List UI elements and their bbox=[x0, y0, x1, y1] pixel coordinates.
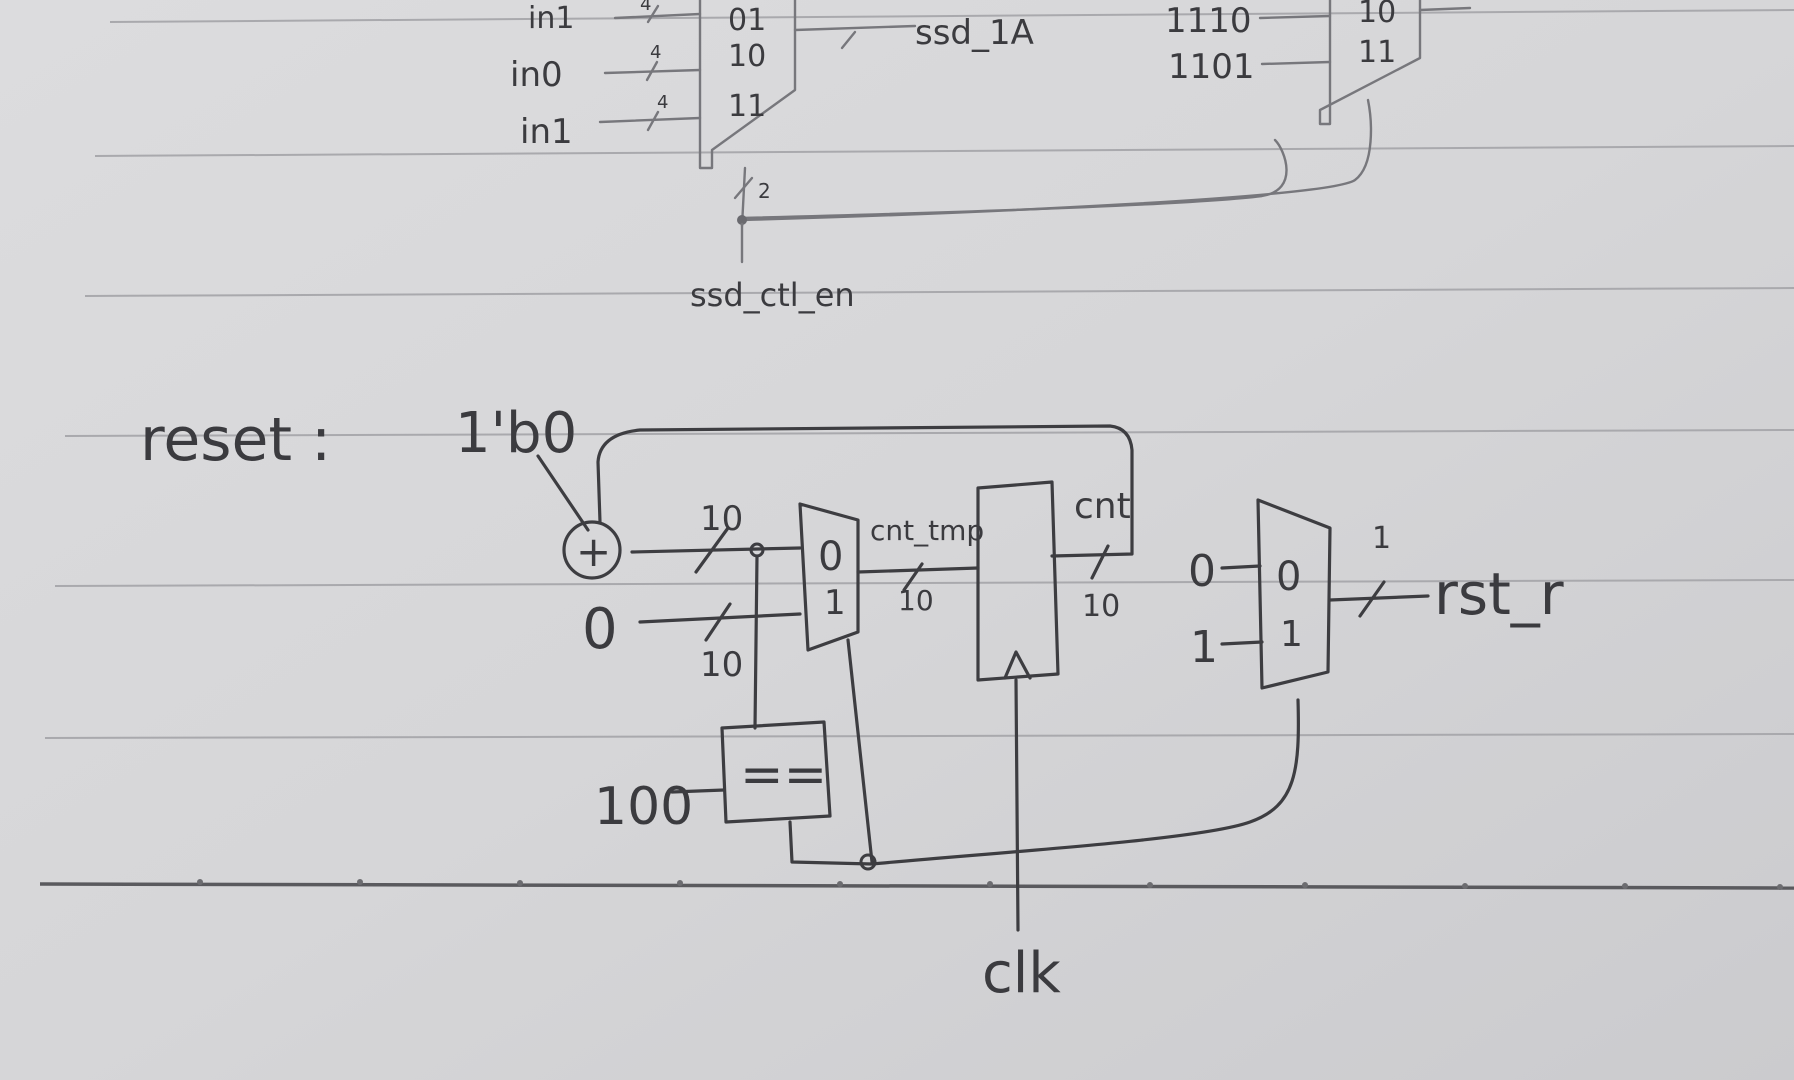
mux1-input-0-width: 4 bbox=[640, 0, 651, 15]
mux-b-shape bbox=[1256, 498, 1332, 690]
mux1-input-2-label: in1 bbox=[520, 112, 573, 152]
cnt-tmp-width: 10 bbox=[898, 584, 934, 617]
mux1-input-2-width: 4 bbox=[657, 92, 668, 113]
compare-junction-dot bbox=[859, 853, 877, 871]
mux-a-code-1: 1 bbox=[824, 583, 846, 623]
mux1-output-label: ssd_1A bbox=[915, 13, 1034, 53]
mux2-input-0-label: 1110 bbox=[1165, 1, 1252, 41]
mux-a-shape bbox=[798, 502, 860, 652]
mux1-input-0-label: in1 bbox=[528, 1, 574, 36]
ssd-mux2-shape bbox=[1318, 0, 1422, 126]
reset-circuit: reset : 1'b0 + 10 0 10 0 1 cnt_tmp 10 bbox=[140, 401, 1564, 1006]
out-width: 1 bbox=[1372, 521, 1391, 556]
mux2-input-1-label: 1101 bbox=[1168, 47, 1255, 87]
mux1-code-1: 10 bbox=[728, 39, 766, 74]
cnt-width: 10 bbox=[1082, 589, 1120, 624]
cnt-feedback-wire bbox=[596, 424, 1134, 558]
adder-width: 10 bbox=[700, 499, 743, 539]
ruled-lines bbox=[39, 9, 1794, 890]
compare-output-wire bbox=[788, 698, 1300, 866]
bottom-margin-line bbox=[39, 882, 1794, 890]
adder-circle bbox=[562, 520, 622, 580]
zero-input-label: 0 bbox=[582, 597, 618, 662]
output-label: rst_r bbox=[1434, 560, 1564, 628]
mux2-code-1: 11 bbox=[1358, 35, 1396, 70]
cnt-tmp-label: cnt_tmp bbox=[870, 514, 984, 547]
comparator-symbol: == bbox=[740, 745, 827, 805]
zero-width: 10 bbox=[700, 645, 743, 685]
cnt-register bbox=[976, 480, 1060, 682]
clock-triangle bbox=[1003, 650, 1032, 680]
clock-label: clk bbox=[982, 941, 1061, 1006]
mux2-code-0: 10 bbox=[1358, 0, 1396, 30]
mux1-code-2: 11 bbox=[728, 89, 766, 124]
mux-b-input-1-label: 1 bbox=[1190, 622, 1218, 673]
select-junction-dot bbox=[737, 215, 747, 225]
mux-a-code-0: 0 bbox=[818, 534, 843, 580]
compare-value-label: 100 bbox=[594, 777, 693, 837]
select-width: 2 bbox=[758, 179, 771, 203]
ssd-mux1-shape bbox=[698, 0, 797, 170]
const-input-label: 1'b0 bbox=[455, 401, 577, 466]
ssd-mux-circuit: in1 in0 in1 4 4 4 01 10 11 ssd_1A 1110 1… bbox=[510, 0, 1472, 314]
select-label: ssd_ctl_en bbox=[690, 276, 855, 314]
cnt-label: cnt bbox=[1074, 486, 1131, 527]
mux1-input-1-label: in0 bbox=[510, 55, 563, 95]
adder-symbol: + bbox=[576, 527, 611, 576]
mux-b-code-0: 0 bbox=[1276, 554, 1301, 600]
reset-title: reset : bbox=[140, 405, 331, 475]
mux-b-code-1: 1 bbox=[1280, 614, 1303, 655]
mux-b-input-0-label: 0 bbox=[1188, 546, 1216, 597]
mux1-input-1-width: 4 bbox=[650, 42, 661, 63]
mux1-code-0: 01 bbox=[728, 3, 766, 38]
